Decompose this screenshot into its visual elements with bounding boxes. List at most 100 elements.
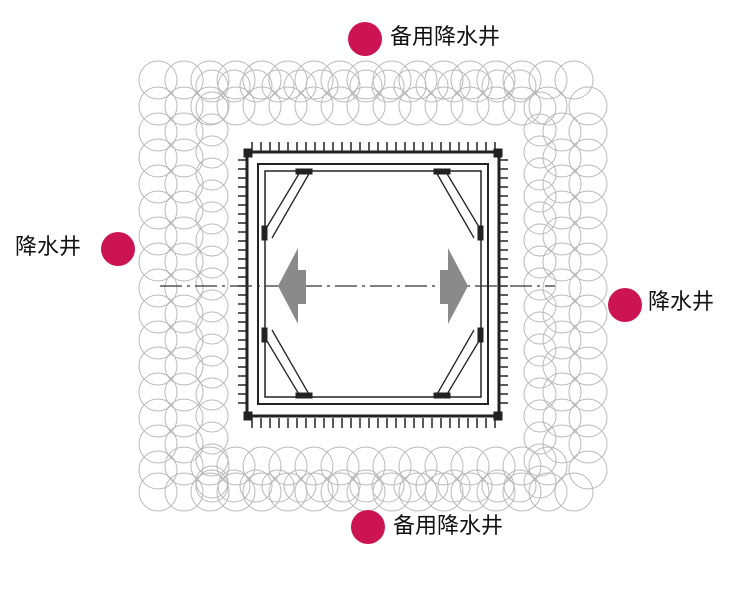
pile-circle (372, 472, 412, 512)
pile-circle (164, 424, 204, 464)
pile-circle (216, 446, 256, 486)
top-standby-well-marker (348, 22, 382, 56)
pile-circle (138, 372, 178, 412)
pile-circle (523, 91, 557, 125)
pile-circle (195, 201, 229, 235)
pile-circle (242, 60, 282, 100)
pile-circle (195, 267, 229, 301)
pile-circle (568, 268, 608, 308)
pile-circle (164, 190, 204, 230)
pile-circle (138, 398, 178, 438)
pile-circle (164, 60, 204, 100)
pile-circle (349, 69, 383, 103)
pile-circle (294, 60, 334, 100)
pile-circle (216, 86, 256, 126)
pile-circle (195, 311, 229, 345)
pile-circle (195, 377, 229, 411)
pile-circle (195, 223, 229, 257)
pile-circle (542, 164, 582, 204)
pile-circle (523, 223, 557, 257)
pile-circle (138, 216, 178, 256)
pile-circle (568, 294, 608, 334)
pile-circle (195, 333, 229, 367)
pile-circle (327, 69, 361, 103)
pile-circle (554, 60, 594, 100)
pile-circle (242, 472, 282, 512)
pile-circle (217, 469, 251, 503)
pile-circle (164, 320, 204, 360)
pile-circle (349, 469, 383, 503)
pile-circle (542, 372, 582, 412)
pile-circle (542, 216, 582, 256)
pile-circle (138, 190, 178, 230)
pile-circle (195, 179, 229, 213)
pit-inner-wall-outer (257, 163, 489, 405)
pile-circle (568, 112, 608, 152)
pile-circle (294, 446, 334, 486)
pile-circle (195, 355, 229, 389)
pile-circle (393, 69, 427, 103)
corner-braces (263, 171, 483, 397)
pile-circle (568, 320, 608, 360)
pile-circle (542, 320, 582, 360)
pile-circle (415, 469, 449, 503)
pile-circle (138, 60, 178, 100)
pile-circle (164, 268, 204, 308)
pile-circle (195, 69, 229, 103)
pile-circle (523, 465, 557, 499)
pile-circle (195, 135, 229, 169)
pile-circle (138, 242, 178, 282)
pile-circle (437, 69, 471, 103)
pile-circle (424, 446, 464, 486)
pile-circle (523, 333, 557, 367)
pile-circle (398, 86, 438, 126)
pile-circle (371, 69, 405, 103)
pile-circle (568, 216, 608, 256)
pile-circle (542, 190, 582, 230)
pile-circle (138, 164, 178, 204)
pit-inner-wall-inner (264, 170, 482, 398)
pile-circle (568, 450, 608, 490)
pile-circle (320, 472, 360, 512)
pile-circle (476, 472, 516, 512)
pile-circle (542, 268, 582, 308)
pile-circle (542, 138, 582, 178)
pile-circle (195, 443, 229, 477)
top-standby-well-label: 备用降水井 (390, 25, 501, 50)
jet-grout-pile-inner-ring (195, 69, 557, 503)
pile-circle (424, 472, 464, 512)
pile-circle (164, 446, 204, 486)
pile-circle (164, 472, 204, 512)
pile-circle (164, 86, 204, 126)
left-direction-arrow (278, 248, 306, 324)
pile-circle (346, 60, 386, 100)
pile-circle (523, 399, 557, 433)
pile-circle (523, 311, 557, 345)
pile-circle (459, 469, 493, 503)
pile-circle (268, 472, 308, 512)
pile-circle (542, 398, 582, 438)
pit-structure (243, 148, 503, 421)
pile-circle (523, 135, 557, 169)
left-well-label: 降水井 (15, 235, 82, 260)
left-well-marker (101, 232, 135, 266)
pile-circle (305, 69, 339, 103)
pile-circle (523, 443, 557, 477)
jet-grout-pile-ring (138, 60, 608, 512)
pile-circle (523, 355, 557, 389)
pile-circle (283, 69, 317, 103)
pile-circle (568, 424, 608, 464)
pile-circle (138, 424, 178, 464)
pile-circle (138, 320, 178, 360)
pile-circle (195, 399, 229, 433)
pile-circle (138, 268, 178, 308)
pile-circle (320, 60, 360, 100)
pile-circle (268, 60, 308, 100)
pile-circle (568, 138, 608, 178)
pile-circle (190, 86, 230, 126)
pile-circle (164, 112, 204, 152)
pile-circle (503, 469, 537, 503)
pile-circle (437, 469, 471, 503)
pile-circle (568, 164, 608, 204)
pile-circle (305, 469, 339, 503)
